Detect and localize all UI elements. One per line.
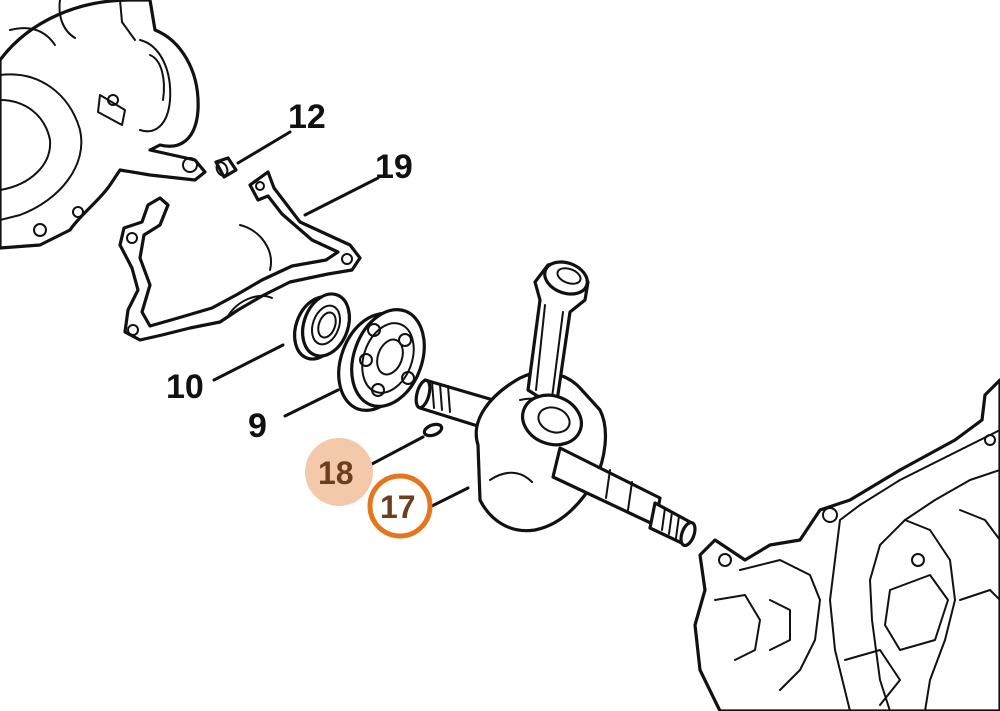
leader-12 [236, 130, 292, 165]
part-18-woodruff-key [422, 422, 444, 438]
leader-17 [426, 486, 470, 510]
leader-10 [212, 343, 285, 382]
callout-17: 17 [380, 489, 416, 525]
part-19-gasket [118, 170, 362, 342]
part-17-crankshaft [414, 260, 697, 548]
callout-10: 10 [166, 368, 204, 406]
callout-18-highlight [305, 438, 373, 506]
callout-12: 12 [288, 98, 326, 136]
leader-19 [303, 176, 380, 217]
callout-9: 9 [248, 407, 267, 445]
crankcase-left-half [0, 0, 207, 250]
leader-9 [283, 388, 340, 418]
part-10-oil-seal [293, 292, 351, 361]
callout-18: 18 [318, 455, 354, 491]
part-9-ball-bearing [337, 307, 426, 413]
callout-19: 19 [375, 148, 413, 186]
crankcase-right-half [693, 378, 1000, 711]
leader-18 [368, 435, 425, 467]
part-12-sleeve [214, 156, 238, 179]
callout-17-highlight [367, 473, 433, 539]
